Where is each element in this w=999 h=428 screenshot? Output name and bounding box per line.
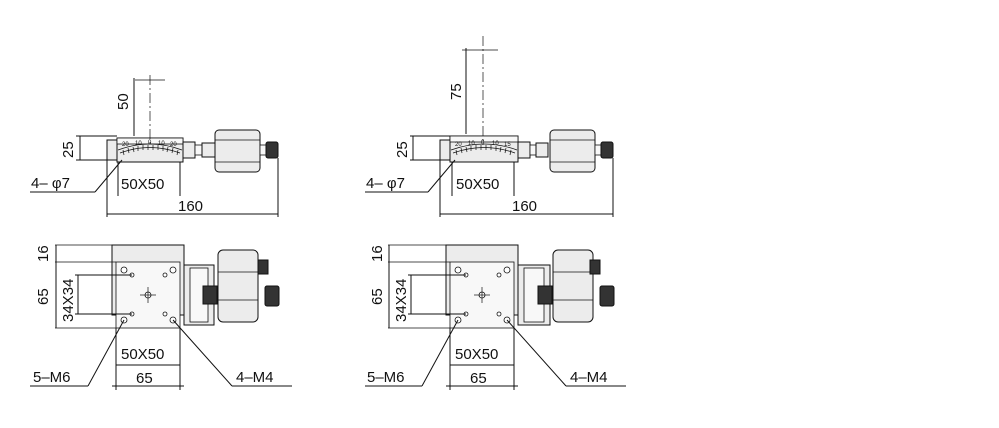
right-top-view: 16 65 34X34 50X50 65 5–M6 4–M4	[365, 244, 626, 390]
screw-nut	[537, 285, 553, 305]
micrometer-drum	[214, 129, 261, 173]
length-dim: 160	[512, 198, 537, 215]
m6-hole	[162, 311, 168, 317]
m6-hole	[496, 272, 502, 278]
center-holes-label: 5–M6	[33, 369, 71, 386]
m4-hole	[454, 266, 462, 274]
table-size-dim: 50X50	[455, 346, 498, 363]
scale-mark: 20	[122, 142, 129, 148]
mount-holes-label: 4– φ7	[31, 175, 70, 192]
scale-ticks	[455, 145, 512, 156]
screw-housing	[182, 141, 196, 159]
width-dim: 65	[136, 370, 153, 387]
corner-holes-label: 4–M4	[570, 369, 608, 386]
left-top-view: 16 65 34X34 50X50 65 5–M6 4–M4	[30, 244, 292, 390]
left-side-view: 20 10 0 10 20 50 25 4– φ7 50X50	[30, 75, 279, 217]
m4-hole	[169, 266, 177, 274]
hole-spacing-dim: 34X34	[393, 279, 410, 322]
width-dim: 65	[470, 370, 487, 387]
micrometer-top	[552, 249, 594, 323]
upper-knob	[589, 259, 601, 275]
hole-spacing-dim: 34X34	[60, 279, 77, 322]
mount-holes-label: 4– φ7	[366, 175, 405, 192]
travel-dim: 50	[115, 93, 132, 110]
knurled-knob-top	[599, 285, 615, 307]
scale-mark: 10	[158, 141, 165, 147]
scale-mark: 20	[170, 142, 177, 148]
right-side-view: 20 10 0 10 15 75 25 4– φ7 50X50 160	[365, 36, 614, 217]
knurled-knob-top	[264, 285, 280, 307]
knurled-knob	[265, 141, 279, 159]
corner-holes-label: 4–M4	[236, 369, 274, 386]
center-holes-label: 5–M6	[367, 369, 405, 386]
base-plate-left-end	[106, 139, 118, 161]
edge-dim: 16	[35, 245, 52, 262]
height-dim: 65	[35, 288, 52, 305]
m4-hole	[503, 266, 511, 274]
height-dim: 25	[394, 141, 411, 158]
scale-mark: 10	[492, 141, 499, 147]
height-dim: 65	[369, 288, 386, 305]
scale-mark: 0	[481, 140, 485, 146]
m4-hole	[120, 266, 128, 274]
table-size-dim: 50X50	[121, 346, 164, 363]
scale-mark: 20	[455, 142, 462, 148]
angle-scale-arc-inner	[119, 147, 181, 154]
screw-nut	[202, 285, 218, 305]
edge-dim: 16	[369, 245, 386, 262]
upper-knob	[257, 259, 269, 275]
scale-ticks	[122, 145, 179, 156]
length-dim: 160	[178, 198, 203, 215]
table-size-dim: 50X50	[456, 176, 499, 193]
scale-mark: 15	[504, 142, 511, 148]
m6-hole	[162, 272, 168, 278]
micrometer-top	[217, 249, 259, 323]
travel-dim: 75	[448, 83, 465, 100]
coupling	[201, 142, 216, 158]
m6-hole	[496, 311, 502, 317]
table-size-dim: 50X50	[121, 176, 164, 193]
micrometer-drum	[549, 129, 596, 173]
scale-mark: 10	[135, 141, 142, 147]
height-dim: 25	[60, 141, 77, 158]
micrometer-sleeve	[259, 144, 267, 156]
angle-scale-arc	[117, 143, 183, 151]
table-top	[449, 135, 519, 143]
knurled-knob	[600, 141, 614, 159]
scale-mark: 10	[468, 141, 475, 147]
